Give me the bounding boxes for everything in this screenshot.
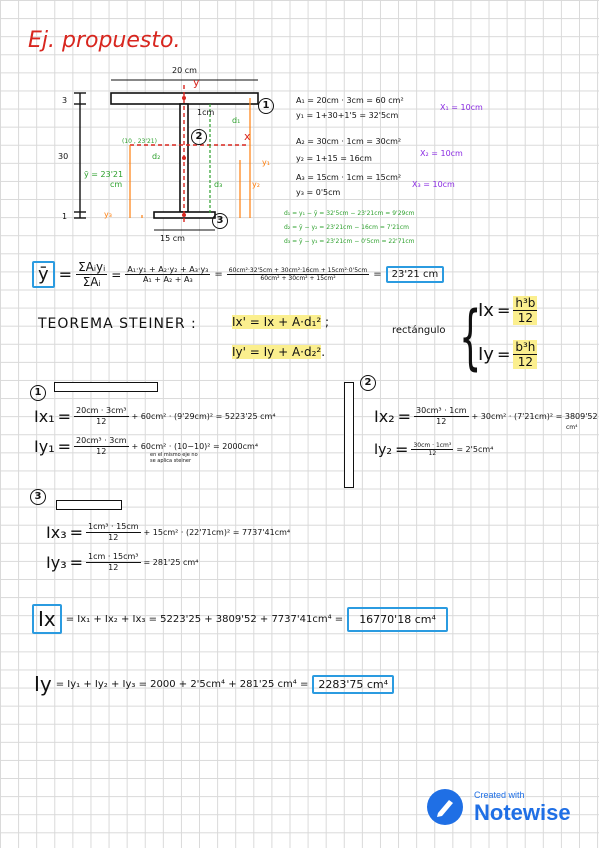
figure-part-2: 2 <box>191 124 207 145</box>
y3-figure-label: y₃ <box>104 210 112 219</box>
brace-icon: { <box>459 296 482 378</box>
y1-value: y₁ = 1+30+1'5 = 32'5cm <box>296 111 399 120</box>
d3-figure-label: d₃ <box>214 180 223 189</box>
flange-bottom-label: 15 cm <box>160 234 185 243</box>
sec2-ix-unit: cm⁴ <box>566 424 578 431</box>
section-3-shape <box>56 500 122 510</box>
page-title: Ej. propuesto. <box>28 28 181 53</box>
x1-value: X₁ = 10cm <box>440 103 483 112</box>
total-ix-symbol: Ix <box>32 604 62 634</box>
y2-value: y₂ = 1+15 = 16cm <box>296 154 372 163</box>
steiner-title: TEOREMA STEINER : <box>38 316 197 332</box>
figure-part-3: 3 <box>212 208 228 229</box>
notewise-logo-icon <box>427 789 463 825</box>
d2-formula: d₂ = ȳ − y₂ = 23'21cm − 16cm = 7'21cm <box>284 224 410 231</box>
figure-part-1: 1 <box>258 93 274 114</box>
i-beam-figure <box>74 79 259 231</box>
h-top-label: 3 <box>62 96 68 105</box>
x2-value: X₂ = 10cm <box>420 149 463 158</box>
area-2: A₂ = 30cm · 1cm = 30cm² <box>296 137 402 146</box>
watermark-line2: Notewise <box>474 800 571 825</box>
section-2-shape <box>344 382 354 488</box>
d1-formula: d₁ = y₁ − ȳ = 32'5cm − 23'21cm = 9'29cm <box>284 210 415 217</box>
rectangle-label: rectángulo <box>392 325 446 336</box>
section-1-shape <box>54 382 158 392</box>
d2-figure-label: d₂ <box>152 152 161 161</box>
centroid-result: 23'21 cm <box>385 266 445 283</box>
x3-value: X₃ = 10cm <box>412 180 455 189</box>
web-dim-label: 1cm <box>197 108 215 117</box>
section-1-number: 1 <box>30 380 46 401</box>
top-width-label: 20 cm <box>172 66 197 75</box>
y1-figure-label: y₁ <box>262 158 270 167</box>
total-iy-result: 2283'75 cm⁴ <box>312 674 395 694</box>
centroid-point-label: (10 , 23'21) <box>122 138 157 145</box>
section-2-number: 2 <box>360 370 376 391</box>
d1-figure-label: d₁ <box>232 116 241 125</box>
y3-value: y₃ = 0'5cm <box>296 188 341 197</box>
section-3-number: 3 <box>30 484 46 505</box>
steiner-ix: Ix' = Ix + A·d₁² ; <box>232 315 330 329</box>
watermark-line1: Created with <box>474 790 525 800</box>
area-1: A₁ = 20cm · 3cm = 60 cm² <box>296 96 404 105</box>
y-axis-label: y <box>193 76 200 89</box>
y2-figure-label: y₂ <box>252 180 260 189</box>
area-3: A₃ = 15cm · 1cm = 15cm² <box>296 173 402 182</box>
steiner-iy: Iy' = Iy + A·d₂². <box>232 345 326 359</box>
d3-formula: d₃ = ȳ − y₃ = 23'21cm − 0'5cm = 22'71cm <box>284 238 415 245</box>
x-axis-label: x <box>244 130 251 143</box>
h-bot-label: 1 <box>62 212 68 221</box>
ybar-symbol: ȳ <box>32 261 55 288</box>
total-ix-formula: Ix = Ix₁ + Ix₂ + Ix₃ = 5223'25 + 3809'52… <box>32 604 448 634</box>
h-web-label: 30 <box>58 152 69 161</box>
total-iy-formula: Iy = Iy₁ + Iy₂ + Iy₃ = 2000 + 2'5cm⁴ + 2… <box>34 672 395 696</box>
total-ix-result: 16770'18 cm⁴ <box>347 606 448 632</box>
